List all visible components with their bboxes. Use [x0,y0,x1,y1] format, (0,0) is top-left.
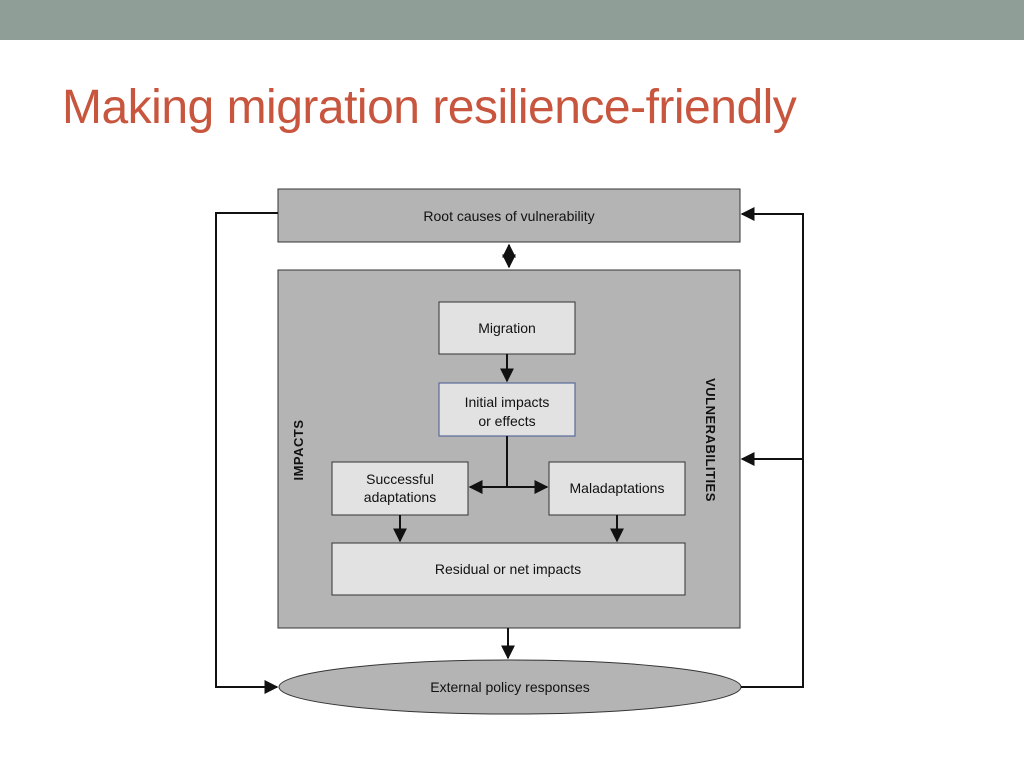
successful-adaptations-label-line1: Successful [366,471,434,487]
root-to-policy-feedback-arrow [215,212,279,694]
initial-impacts-label-line2: or effects [478,413,535,429]
initial-impacts-label-line1: Initial impacts [465,394,550,410]
maladaptations-box [548,461,686,516]
residual-impacts-box [331,542,686,596]
migration-label: Migration [478,320,536,336]
maladaptations-label: Maladaptations [570,480,665,496]
external-policy-label: External policy responses [430,679,590,695]
policy-to-root-feedback-arrow [740,207,804,688]
impacts-side-label: IMPACTS [291,419,306,480]
successful-adaptations-box [331,461,469,516]
root-causes-box [277,188,741,243]
initial-impacts-box [438,382,576,437]
vulnerabilities-side-label: VULNERABILITIES [703,378,718,502]
top-accent-band [0,0,1024,40]
slide-title: Making migration resilience-friendly [62,81,797,134]
root-causes-label: Root causes of vulnerability [423,208,594,224]
residual-impacts-label: Residual or net impacts [435,561,581,577]
migration-box [438,301,576,355]
successful-adaptations-label-line2: adaptations [364,489,436,505]
